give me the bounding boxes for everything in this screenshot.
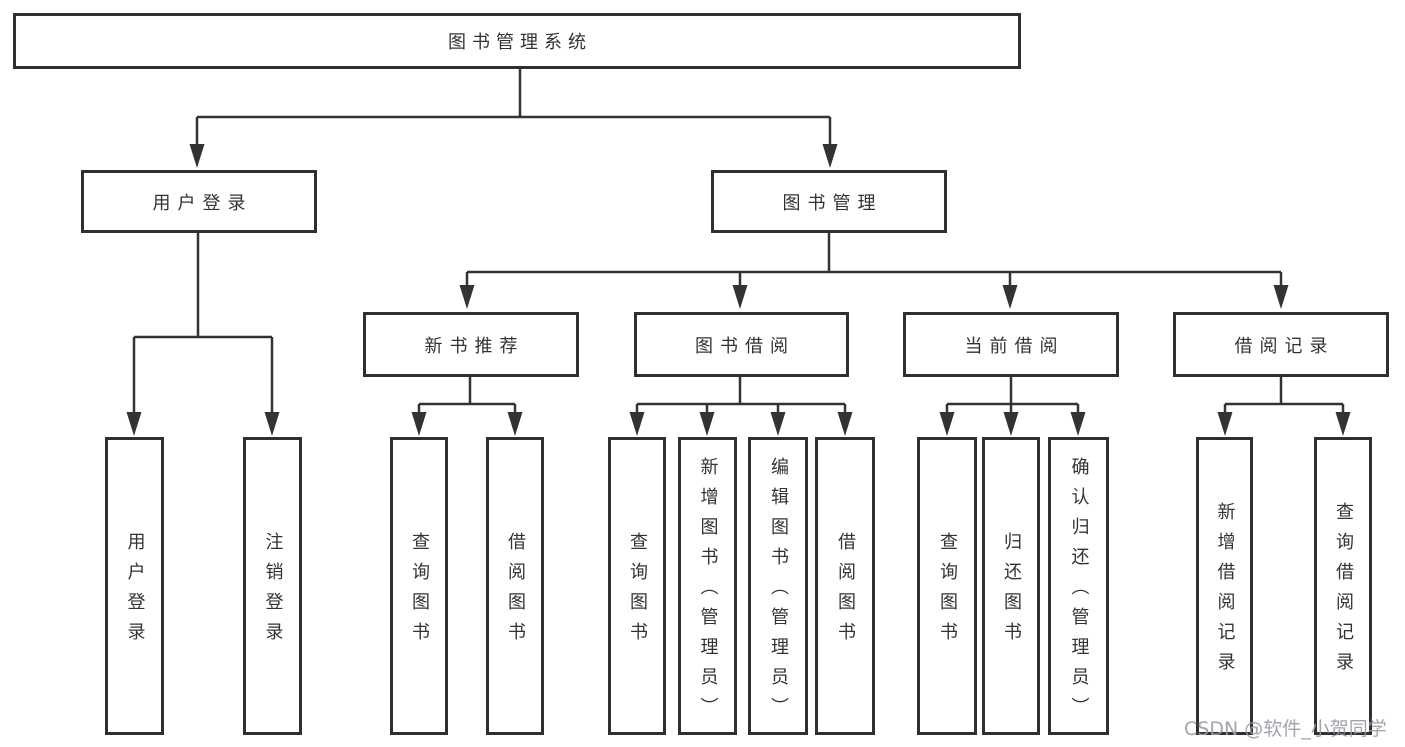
node-book-borrow: 图书借阅: [634, 312, 849, 377]
node-new-book-recommend: 新书推荐: [363, 312, 579, 377]
arrow-icon: [459, 285, 475, 309]
leaf-query-books-borrow-label: 查询图书: [627, 532, 648, 652]
arrow-icon: [837, 412, 853, 436]
arrow-icon: [1335, 412, 1351, 436]
arrow-icon: [411, 412, 427, 436]
node-new-book-recommend-label: 新书推荐: [424, 335, 525, 357]
node-borrow-record: 借阅记录: [1173, 312, 1389, 377]
arrow-icon: [189, 144, 205, 168]
leaf-confirm-return-admin-label: 确认归还（管理员）: [1068, 457, 1090, 727]
leaf-query-borrow-record: 查询借阅记录: [1314, 437, 1372, 735]
connector-new-book-rec-children: [417, 377, 517, 414]
leaf-borrow-books-recommend: 借阅图书: [486, 437, 544, 735]
connector-current-borrow-children: [945, 377, 1080, 414]
leaf-add-borrow-record: 新增借阅记录: [1196, 437, 1253, 735]
leaf-edit-book-admin: 编辑图书（管理员）: [748, 437, 808, 735]
arrow-icon: [1070, 412, 1086, 436]
leaf-query-borrow-record-label: 查询借阅记录: [1333, 502, 1354, 682]
node-book-management-label: 图书管理: [782, 192, 883, 214]
arrow-icon: [507, 412, 523, 436]
leaf-logout: 注销登录: [243, 437, 302, 735]
leaf-query-books-borrow: 查询图书: [608, 437, 666, 735]
leaf-query-books-current-label: 查询图书: [937, 532, 958, 652]
arrow-icon: [126, 412, 142, 436]
arrow-icon: [629, 412, 645, 436]
node-current-borrow: 当前借阅: [903, 312, 1119, 377]
arrow-icon: [732, 285, 748, 309]
arrow-icon: [699, 412, 715, 436]
arrow-icon: [264, 412, 280, 436]
arrow-icon: [939, 412, 955, 436]
leaf-borrow-books: 借阅图书: [815, 437, 875, 735]
leaf-query-books-current: 查询图书: [917, 437, 977, 735]
node-current-borrow-label: 当前借阅: [964, 335, 1065, 357]
node-book-management: 图书管理: [711, 170, 947, 233]
leaf-add-borrow-record-label: 新增借阅记录: [1214, 502, 1236, 682]
leaf-query-books-recommend: 查询图书: [390, 437, 448, 735]
node-root-system: 图书管理系统: [13, 13, 1021, 69]
arrow-icon: [822, 144, 838, 168]
csdn-watermark: CSDN @软件_小贺同学: [1184, 718, 1387, 740]
leaf-user-login: 用户登录: [105, 437, 164, 735]
leaf-return-book: 归还图书: [982, 437, 1040, 735]
connector-borrow-record-children: [1223, 377, 1345, 414]
arrow-icon: [770, 412, 786, 436]
leaf-user-login-label: 用户登录: [124, 532, 146, 652]
connector-book-mgmt-children: [465, 233, 1283, 287]
arrow-icon: [1002, 285, 1018, 309]
arrow-icon: [1003, 412, 1019, 436]
connector-book-borrow-children: [635, 377, 847, 414]
leaf-logout-label: 注销登录: [262, 532, 284, 652]
leaf-confirm-return-admin: 确认归还（管理员）: [1048, 437, 1109, 735]
arrow-icon: [1273, 285, 1289, 309]
leaf-add-book-admin: 新增图书（管理员）: [678, 437, 737, 735]
leaf-edit-book-admin-label: 编辑图书（管理员）: [768, 457, 789, 727]
connector-root-to-level2: [195, 69, 832, 146]
leaf-query-books-recommend-label: 查询图书: [409, 532, 430, 652]
node-book-borrow-label: 图书借阅: [695, 335, 795, 357]
leaf-return-book-label: 归还图书: [1001, 532, 1022, 652]
leaf-borrow-books-recommend-label: 借阅图书: [505, 532, 526, 652]
node-borrow-record-label: 借阅记录: [1234, 335, 1335, 357]
node-user-login-label: 用户登录: [152, 192, 253, 214]
leaf-borrow-books-label: 借阅图书: [835, 532, 856, 652]
arrow-icon: [1217, 412, 1233, 436]
node-user-login: 用户登录: [81, 170, 317, 233]
arrowheads: [126, 144, 1351, 436]
leaf-add-book-admin-label: 新增图书（管理员）: [697, 457, 719, 727]
connector-user-login-children: [132, 233, 274, 414]
node-root-system-label: 图书管理系统: [448, 32, 592, 53]
